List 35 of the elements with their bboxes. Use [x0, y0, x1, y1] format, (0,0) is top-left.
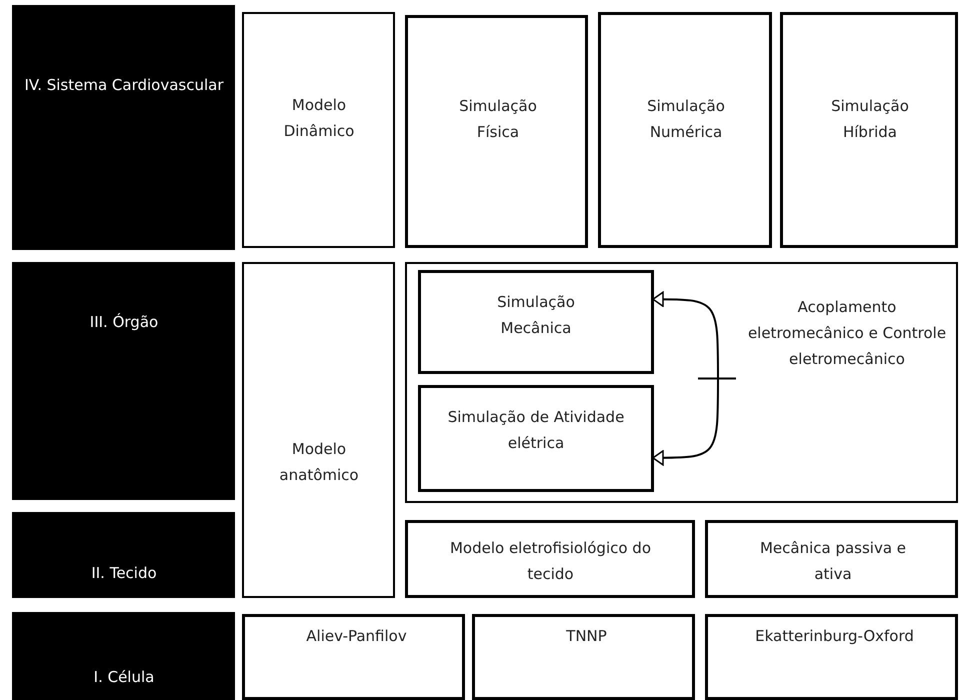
box-label: TNNP: [565, 626, 608, 647]
level-label: II. Tecido: [90, 563, 158, 584]
curved-double-arrow: [652, 291, 719, 466]
model-box: [780, 12, 958, 248]
box-label: Simulação Numérica: [646, 96, 726, 143]
level-label: I. Célula: [92, 667, 156, 688]
model-box: [705, 614, 958, 700]
box-label: Simulação Mecânica: [496, 292, 576, 339]
model-box: [405, 15, 588, 248]
level-label-box: [12, 612, 235, 700]
model-box: [472, 614, 695, 700]
description-text: Acoplamento eletromecânico e Controle eletromecânico: [747, 297, 947, 370]
level-label: IV. Sistema Cardiovascular: [24, 75, 224, 96]
model-box: [242, 614, 465, 700]
model-box: [705, 520, 958, 598]
box-label: Aliev-Panfilov: [305, 626, 408, 647]
level-label-box: [12, 5, 235, 250]
box-label: Simulação Física: [458, 96, 538, 143]
box-label: Ekatterinburg-Oxford: [754, 626, 915, 647]
model-box: [405, 262, 958, 503]
model-box: [418, 270, 654, 374]
level-label-box: [12, 262, 235, 500]
box-label: Mecânica passiva e ativa: [758, 538, 908, 585]
level-label-box: [12, 512, 235, 598]
model-box: [405, 520, 695, 598]
model-box: [418, 385, 654, 492]
box-label: Modelo Dinâmico: [282, 95, 356, 142]
box-label: Modelo anatômico: [278, 439, 360, 486]
level-label: III. Órgão: [88, 312, 160, 333]
box-label: Simulação de Atividade elétrica: [446, 407, 626, 454]
model-box: [242, 262, 395, 598]
model-box: [242, 12, 395, 248]
model-box: [598, 12, 772, 248]
box-label: Modelo eletrofisiológico do tecido: [448, 538, 652, 585]
box-label: Simulação Híbrida: [830, 96, 910, 143]
